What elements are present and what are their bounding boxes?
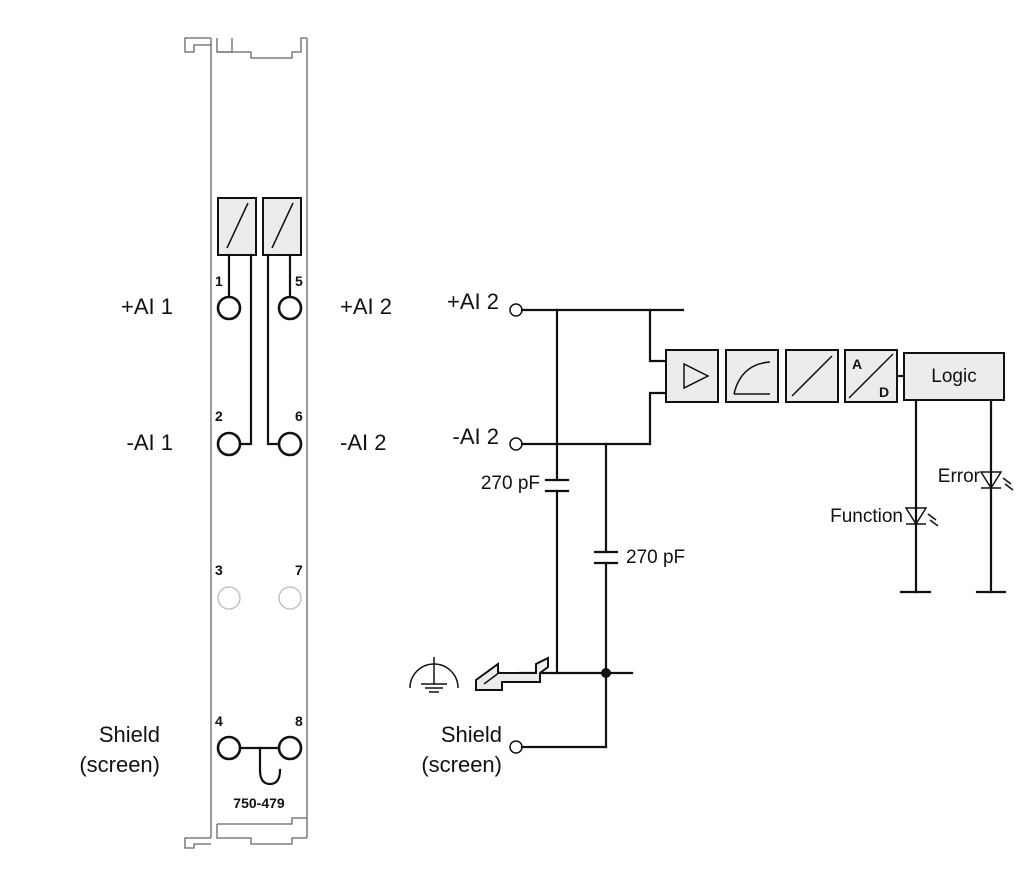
label-ai2-plus: +AI 2 — [340, 294, 392, 319]
terminal-number-4: 4 — [215, 713, 223, 729]
module-internal-wiring — [227, 253, 292, 786]
error-led-icon — [979, 471, 1014, 491]
isolation-block — [785, 349, 839, 403]
terminal-number-7: 7 — [295, 562, 303, 578]
terminal-number-1: 1 — [215, 273, 223, 289]
label-ai2-minus: -AI 2 — [340, 430, 386, 455]
label-shield-left-1: Shield — [99, 722, 160, 747]
function-led-label: Function — [830, 506, 903, 527]
schematic-terminal-shield — [509, 740, 523, 754]
terminal-number-3: 3 — [215, 562, 223, 578]
schematic-label-minus: -AI 2 — [453, 424, 499, 449]
earth-ground-icon — [409, 657, 459, 693]
label-shield-left-2: (screen) — [79, 752, 160, 777]
logic-label: Logic — [931, 366, 976, 387]
terminal-1 — [216, 295, 242, 321]
logic-block: Logic — [903, 352, 1005, 401]
schematic-label-shield-1: Shield — [441, 722, 502, 747]
function-led-icon — [904, 507, 939, 527]
terminal-2 — [216, 431, 242, 457]
terminal-number-8: 8 — [295, 713, 303, 729]
capacitor-1 — [544, 478, 570, 493]
schematic-terminal-plus — [509, 303, 523, 317]
input-filter-box-2 — [262, 197, 302, 256]
terminal-4 — [216, 735, 242, 761]
terminal-3 — [217, 586, 241, 610]
schematic-terminal-minus — [509, 437, 523, 451]
terminal-8 — [277, 735, 303, 761]
capacitor-1-label: 270 pF — [481, 473, 540, 494]
capacitor-2 — [593, 550, 619, 565]
capacitor-2-label: 270 pF — [626, 547, 685, 568]
module-housing — [184, 37, 308, 849]
label-ai1-minus: -AI 1 — [127, 430, 173, 455]
terminal-6 — [277, 431, 303, 457]
filter-block — [725, 349, 779, 403]
error-led-label: Error — [938, 466, 981, 487]
ad-converter-d: D — [879, 384, 889, 400]
terminal-number-5: 5 — [295, 273, 303, 289]
terminal-7 — [278, 586, 302, 610]
input-filter-box-1 — [217, 197, 257, 256]
terminal-number-6: 6 — [295, 408, 303, 424]
ad-converter-block: A D — [844, 349, 898, 403]
label-ai1-plus: +AI 1 — [121, 294, 173, 319]
din-rail-icon — [475, 656, 549, 691]
terminal-5 — [277, 295, 303, 321]
terminals — [216, 295, 303, 761]
part-number: 750-479 — [233, 795, 285, 811]
schematic-label-plus: +AI 2 — [447, 289, 499, 314]
terminal-number-2: 2 — [215, 408, 223, 424]
schematic-label-shield-2: (screen) — [421, 752, 502, 777]
ad-converter-a: A — [852, 356, 862, 372]
junction-dot — [601, 668, 611, 678]
amplifier-block — [665, 349, 719, 403]
